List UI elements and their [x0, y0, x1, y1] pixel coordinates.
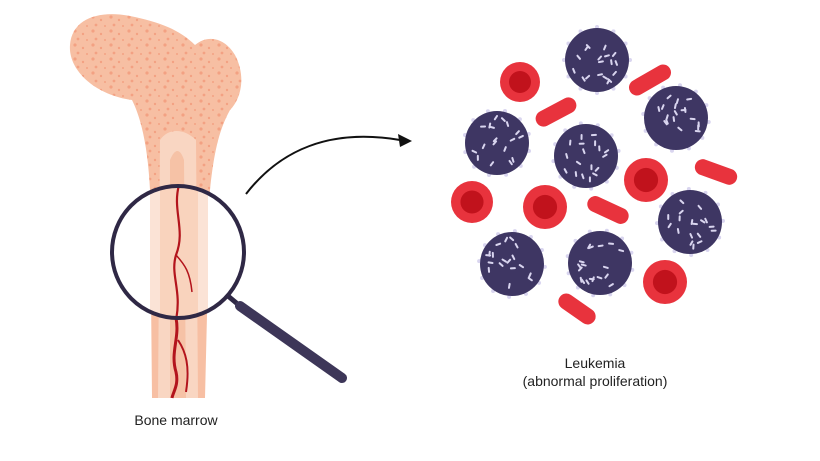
red-blood-cell-icon: [451, 181, 493, 223]
white-blood-cell-icon: [641, 83, 711, 153]
red-blood-cell-icon: [629, 64, 671, 96]
red-blood-cell-icon: [558, 293, 596, 325]
arrow-icon: [245, 134, 412, 195]
leukemia-subtitle: (abnormal proliferation): [522, 373, 668, 389]
bone-marrow-label: Bone marrow: [134, 412, 218, 428]
white-blood-cell-icon: [477, 229, 547, 299]
red-blood-cell-icon: [587, 196, 629, 224]
magnifier-icon: [110, 184, 347, 383]
red-blood-cell-icon: [535, 97, 577, 127]
red-blood-cell-icon: [523, 185, 567, 229]
white-blood-cell-icon: [551, 121, 621, 191]
red-blood-cell-icon: [624, 158, 668, 202]
blood-vessel: [170, 317, 189, 399]
leukemia-label: Leukemia (abnormal proliferation): [500, 354, 690, 390]
red-blood-cell-icon: [500, 62, 540, 102]
white-blood-cell-icon: [462, 108, 532, 178]
white-blood-cell-icon: [655, 187, 725, 257]
leukemia-title: Leukemia: [564, 355, 626, 371]
white-blood-cell-icon: [565, 228, 635, 298]
red-blood-cell-icon: [694, 159, 738, 185]
red-blood-cell-icon: [643, 260, 687, 304]
white-blood-cells: [462, 25, 725, 299]
magnified-marrow: [112, 186, 244, 318]
red-blood-cells: [451, 62, 738, 325]
white-blood-cell-icon: [562, 25, 632, 95]
